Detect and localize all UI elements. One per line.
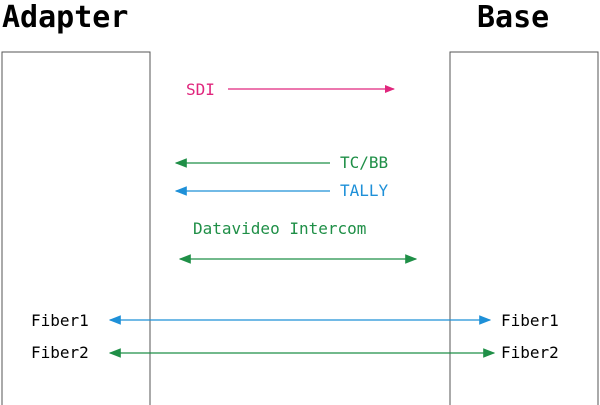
base-title: Base bbox=[477, 0, 549, 35]
fiber2-right-label: Fiber2 bbox=[501, 343, 559, 362]
intercom-label: Datavideo Intercom bbox=[193, 219, 366, 238]
adapter-box bbox=[1, 51, 151, 405]
sdi-label: SDI bbox=[186, 80, 215, 99]
tally-label: TALLY bbox=[340, 181, 389, 200]
fiber2-left-label: Fiber2 bbox=[31, 343, 89, 362]
base-box bbox=[449, 51, 599, 405]
tcbb-label: TC/BB bbox=[340, 153, 388, 172]
fiber1-right-label: Fiber1 bbox=[501, 311, 559, 330]
adapter-title: Adapter bbox=[2, 0, 128, 35]
fiber1-left-label: Fiber1 bbox=[31, 311, 89, 330]
